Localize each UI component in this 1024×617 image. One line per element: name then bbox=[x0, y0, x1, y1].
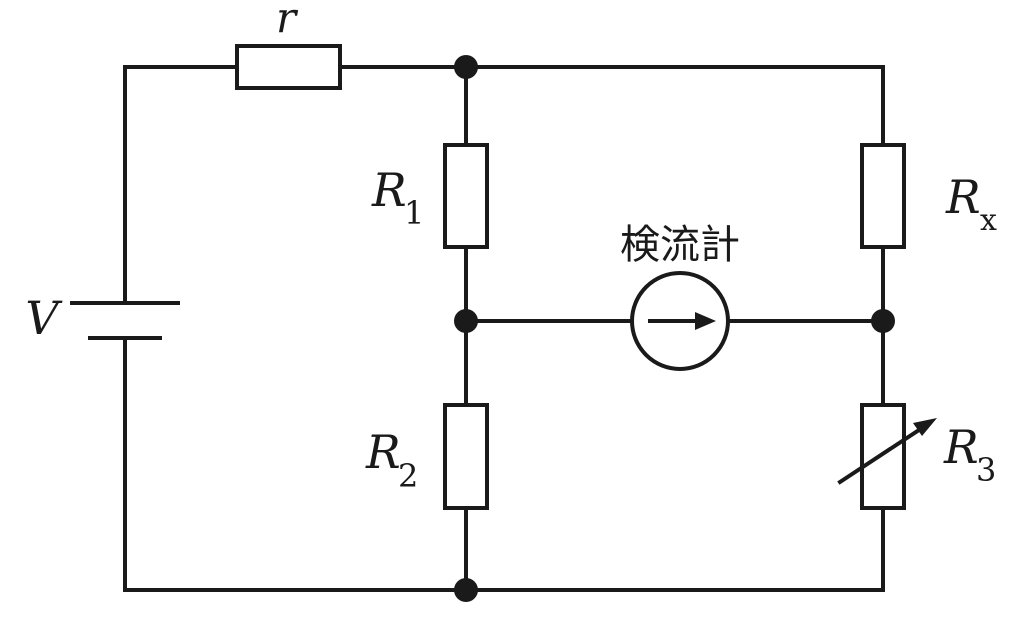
node-bottom bbox=[454, 578, 478, 602]
label-r2-main: R bbox=[365, 425, 401, 479]
label-rx-main: R bbox=[945, 170, 981, 224]
resistor-r1 bbox=[443, 143, 489, 249]
label-r3: R 3 bbox=[943, 420, 996, 489]
node-top bbox=[454, 55, 478, 79]
label-rx-sub: x bbox=[980, 203, 997, 238]
label-galvanometer: 検流計 bbox=[620, 222, 740, 268]
resistor-r2 bbox=[443, 403, 489, 510]
label-v: V bbox=[25, 291, 63, 345]
label-rx: R x bbox=[945, 170, 997, 238]
label-r1-sub: 1 bbox=[404, 194, 424, 232]
label-r2-sub: 2 bbox=[398, 457, 418, 495]
node-mid-right bbox=[871, 309, 895, 333]
label-r: r bbox=[276, 0, 299, 42]
node-mid-left bbox=[454, 309, 478, 333]
label-r3-sub: 3 bbox=[976, 451, 996, 489]
resistor-rx bbox=[860, 143, 906, 249]
label-r2: R 2 bbox=[365, 425, 418, 495]
wires bbox=[123, 65, 885, 592]
label-r1-main: R bbox=[371, 163, 407, 217]
variable-arrow-icon bbox=[837, 418, 937, 485]
resistor-r3 bbox=[860, 403, 906, 510]
label-r3-main: R bbox=[943, 420, 979, 474]
label-r1: R 1 bbox=[371, 163, 424, 232]
junction-nodes bbox=[454, 55, 895, 602]
resistor-r bbox=[235, 44, 342, 90]
galvanometer-symbol bbox=[630, 271, 730, 371]
arrow-right-icon bbox=[695, 312, 716, 330]
battery-symbol bbox=[70, 301, 180, 340]
